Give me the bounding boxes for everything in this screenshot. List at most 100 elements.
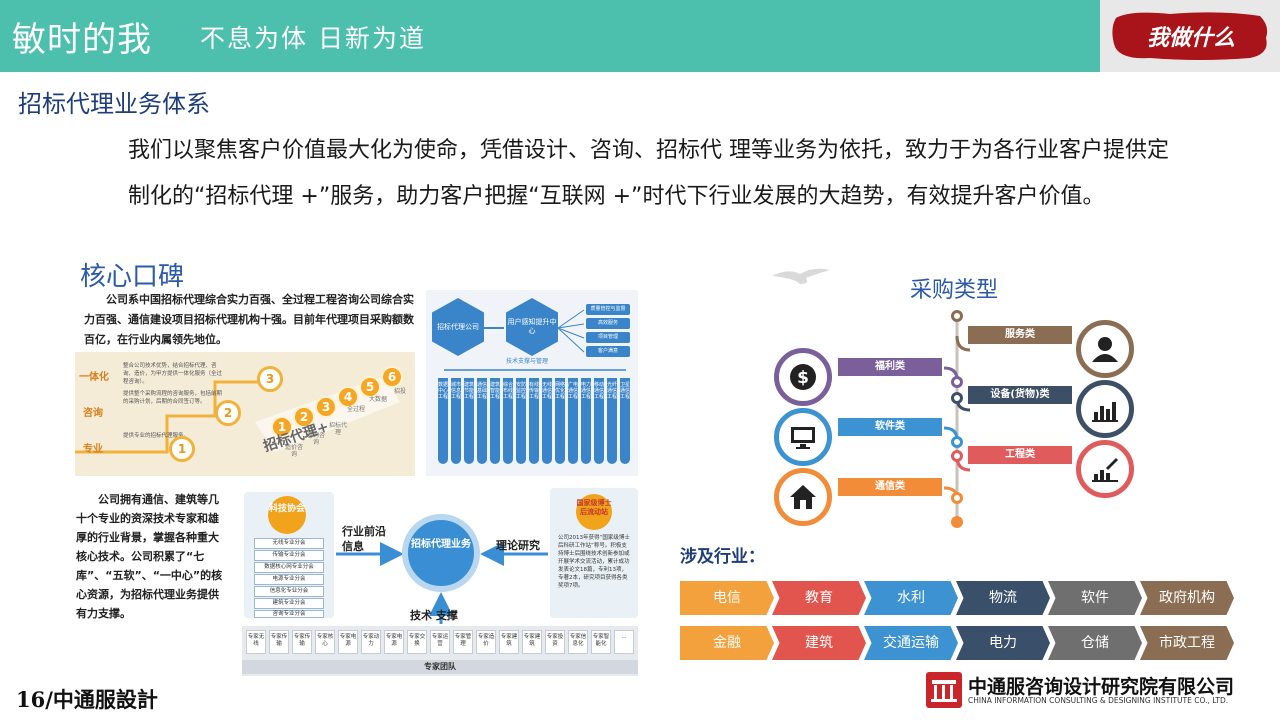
expert-cell: 专家动力 bbox=[361, 630, 381, 654]
tech-column: 城市信息工程 bbox=[451, 378, 461, 464]
purchase-tag-service: 服务类 bbox=[968, 326, 1072, 344]
tech-column: 网络优化工程 bbox=[555, 378, 565, 464]
chart-icon bbox=[1076, 380, 1134, 438]
tech-column: 卫星通信工程 bbox=[620, 378, 630, 464]
monitor-icon bbox=[774, 408, 832, 466]
sector-chevron: 电信 bbox=[680, 581, 774, 615]
stair-coin: 1 bbox=[169, 436, 195, 462]
connector-dot bbox=[951, 436, 963, 448]
house-icon bbox=[774, 468, 832, 526]
coin-label: 招投 bbox=[393, 388, 406, 395]
postdoc-badge: 国家级博士后流动站 bbox=[576, 494, 612, 530]
sector-chevron: 仓储 bbox=[1048, 626, 1142, 660]
coin-label: 大数据 bbox=[369, 396, 388, 403]
expert-cell: 专家投资 bbox=[545, 630, 565, 654]
postdoc-text: 公司2013年获得“国家级博士后科研工作站”称号。积极支持博士后围绕技术创新参加… bbox=[558, 535, 630, 589]
expert-cell: 专家建筑 bbox=[499, 630, 519, 654]
tech-column: 广电通信工程 bbox=[568, 378, 578, 464]
left-arrow-label: 行业前沿信息 bbox=[342, 525, 386, 553]
expert-cell: 专家信息化 bbox=[568, 630, 588, 654]
stair-coin: 2 bbox=[215, 400, 241, 426]
stair-coin: 3 bbox=[257, 366, 283, 392]
sector-chevron: 金融 bbox=[680, 626, 774, 660]
company-name-en: CHINA INFORMATION CONSULTING & DESIGNING… bbox=[968, 696, 1229, 705]
seal-logo-box: 我做什么 bbox=[1100, 0, 1280, 72]
sector-chevron: 政府机构 bbox=[1140, 581, 1234, 615]
stair-level-label: 专业 bbox=[83, 444, 103, 455]
stair-level-text: 提供整个采购流程的咨询服务，包括前期的采购计划，后期的合同签订等。 bbox=[123, 391, 223, 405]
purchase-diagram: 服务类 $ 福利类 设备(货物)类 软件类 工程类 通信类 bbox=[770, 300, 1140, 536]
label-coin: 4 bbox=[337, 386, 359, 408]
sci-item: 电源专业分会 bbox=[254, 574, 324, 585]
postdoc-box: 国家级博士后流动站 公司2013年获得“国家级博士后科研工作站”称号。积极支持博… bbox=[550, 488, 638, 618]
expert-team-label: 专家团队 bbox=[242, 660, 638, 674]
tech-column: 通信基础工程 bbox=[477, 378, 487, 464]
purchase-tag-welfare: 福利类 bbox=[838, 358, 942, 376]
sector-chevron: 软件 bbox=[1048, 581, 1142, 615]
sector-chevron: 水利 bbox=[864, 581, 958, 615]
coin-label: 招标代理 bbox=[329, 422, 348, 436]
header-bar: 敏时的我 不息为体 日新为道 bbox=[0, 0, 1100, 72]
support-description: 公司拥有通信、建筑等几十个专业的资深技术专家和雄厚的行业背景，掌握各种重大核心技… bbox=[76, 493, 223, 620]
expert-cell: 专家电源 bbox=[338, 630, 358, 654]
expert-cell: ... bbox=[614, 630, 634, 654]
page-footer: 16/中通服設計 bbox=[16, 687, 158, 712]
label-coin: 5 bbox=[359, 376, 381, 398]
tech-panel: 招标代理公司 用户感知提升中心 质量管控与监督 高效服务 项目管理 客户满意 技… bbox=[426, 290, 638, 476]
connector-dot bbox=[951, 376, 963, 388]
hex-node-right: 用户感知提升中心 bbox=[506, 298, 558, 356]
label-coin: 1 bbox=[271, 416, 293, 438]
tech-side-item: 项目管理 bbox=[586, 332, 630, 343]
tech-connectors bbox=[444, 309, 626, 371]
purchase-tag-engineering: 工程类 bbox=[968, 446, 1072, 464]
tech-column: 无线通信工程 bbox=[542, 378, 552, 464]
tech-mid-label: 技术支撑与管理 bbox=[506, 358, 549, 365]
expert-cell: 专家电源 bbox=[384, 630, 404, 654]
expert-cell: 专家智能化 bbox=[591, 630, 611, 654]
tech-column: 有线传输工程 bbox=[529, 378, 539, 464]
expert-cell: 专家传输 bbox=[292, 630, 312, 654]
header-slogan: 不息为体 日新为道 bbox=[200, 24, 426, 53]
expert-strip: 专家无线 专家传输 专家传输 专家核心 专家电源 专家动力 专家电源 专家交换 … bbox=[242, 626, 638, 676]
expert-cell: 专家无线 bbox=[246, 630, 266, 654]
stair-level-text: 整合公司技术优势，结合招标代理、咨询、造价，为甲方提供一体化服务（全过程咨询）。 bbox=[123, 363, 223, 385]
support-arrows bbox=[336, 542, 548, 624]
sector-chevron: 电力 bbox=[956, 626, 1050, 660]
center-node: 招标代理业务 bbox=[402, 514, 480, 592]
tech-column: 综合布线工程 bbox=[503, 378, 513, 464]
coin-label: 全过程 bbox=[347, 406, 366, 413]
stair-level-text: 提供专业的招标代理服务。 bbox=[123, 433, 190, 439]
svg-text:$: $ bbox=[797, 368, 809, 388]
coin-label: 咨询咨询 bbox=[307, 432, 326, 446]
purchase-tag-software: 软件类 bbox=[838, 418, 942, 436]
tech-column: 建筑节能工程 bbox=[464, 378, 474, 464]
tech-column: 数据中心工程 bbox=[438, 378, 448, 464]
sector-chevron: 教育 bbox=[772, 581, 866, 615]
intro-paragraph: 我们以聚焦客户价值最大化为使命，凭借设计、咨询、招标代 理等业务为依托，致力于为… bbox=[128, 138, 1169, 209]
tech-column: 安防监控工程 bbox=[516, 378, 526, 464]
reputation-title: 核心口碑 bbox=[80, 262, 185, 292]
sci-item: 数据核心网专业分会 bbox=[254, 562, 324, 573]
section-title: 招标代理业务体系 bbox=[18, 90, 210, 118]
connector-dot bbox=[951, 392, 963, 404]
stair-panel: 一体化 整合公司技术优势，结合招标代理、咨询、造价，为甲方提供一体化服务（全过程… bbox=[75, 352, 415, 476]
tech-side-item: 质量管控与监督 bbox=[586, 304, 630, 315]
expert-cell: 专家传输 bbox=[269, 630, 289, 654]
purchase-tag-equipment: 设备(货物)类 bbox=[968, 386, 1072, 404]
svg-text:我做什么: 我做什么 bbox=[1147, 25, 1235, 51]
person-icon bbox=[1076, 320, 1134, 378]
dollar-icon: $ bbox=[774, 348, 832, 406]
connector-dot bbox=[951, 492, 963, 504]
tech-side-item: 高效服务 bbox=[586, 318, 630, 329]
coin-label: 造价咨询 bbox=[285, 444, 304, 458]
tech-side-item: 客户满意 bbox=[586, 346, 630, 357]
connector-dot bbox=[951, 310, 963, 322]
expert-cell: 专家管理 bbox=[453, 630, 473, 654]
expert-cell: 专家交换 bbox=[407, 630, 427, 654]
sector-chevron: 物流 bbox=[956, 581, 1050, 615]
sector-chevron: 建筑 bbox=[772, 626, 866, 660]
sci-item: 信息化专业分会 bbox=[254, 586, 324, 597]
label-coin: 6 bbox=[381, 366, 403, 388]
label-coin: 2 bbox=[293, 406, 315, 428]
purchase-tag-communication: 通信类 bbox=[838, 478, 942, 496]
